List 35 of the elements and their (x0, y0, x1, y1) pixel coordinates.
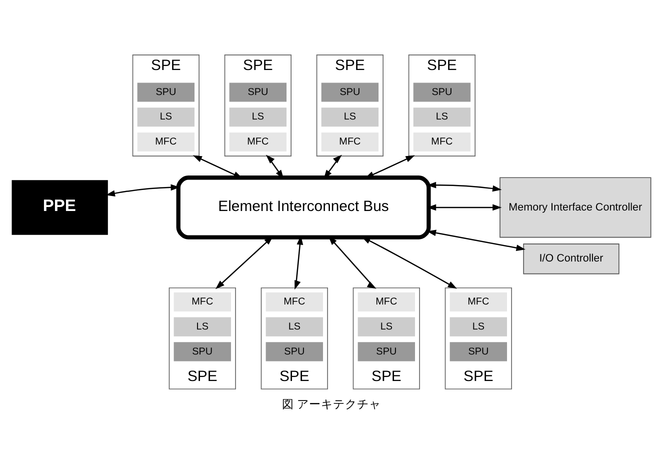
arrow (266, 154, 284, 178)
node-box: LS (229, 107, 287, 126)
node-box: LS (266, 316, 323, 336)
node-box: LS (413, 107, 471, 126)
node-box: MFC (413, 132, 471, 152)
node-box: Memory Interface Controller (500, 176, 652, 238)
node-box: Element Interconnect Bus (176, 175, 431, 239)
arrow (364, 154, 415, 178)
node-box: SPU (266, 342, 323, 361)
node-box: MFC (266, 292, 323, 311)
node-box: MFC (229, 132, 287, 152)
arrow (192, 154, 243, 178)
node-box: MFC (321, 132, 379, 152)
node-box: PPE (12, 180, 108, 234)
arrow (426, 229, 526, 250)
node-box: SPU (321, 82, 379, 102)
node-box: MFC (450, 292, 508, 311)
node-box: SPU (229, 82, 287, 102)
node-box: LS (137, 107, 195, 126)
node-box: MFC (174, 292, 231, 311)
node-box: MFC (137, 132, 195, 152)
node-box: SPU (450, 342, 508, 361)
node-box: LS (358, 316, 416, 336)
arrow (361, 236, 457, 288)
node-box: SPU (358, 342, 416, 361)
node-box: LS (450, 316, 508, 336)
node-box: MFC (358, 292, 416, 311)
node-box: SPU (413, 82, 471, 102)
node-box: SPU (137, 82, 195, 102)
node-box: LS (174, 316, 231, 336)
node-box: I/O Controller (523, 243, 620, 274)
caption: 図 アーキテクチャ (282, 398, 382, 411)
arrow (324, 154, 342, 178)
node-box: SPU (174, 342, 231, 361)
node-box: LS (321, 107, 379, 126)
